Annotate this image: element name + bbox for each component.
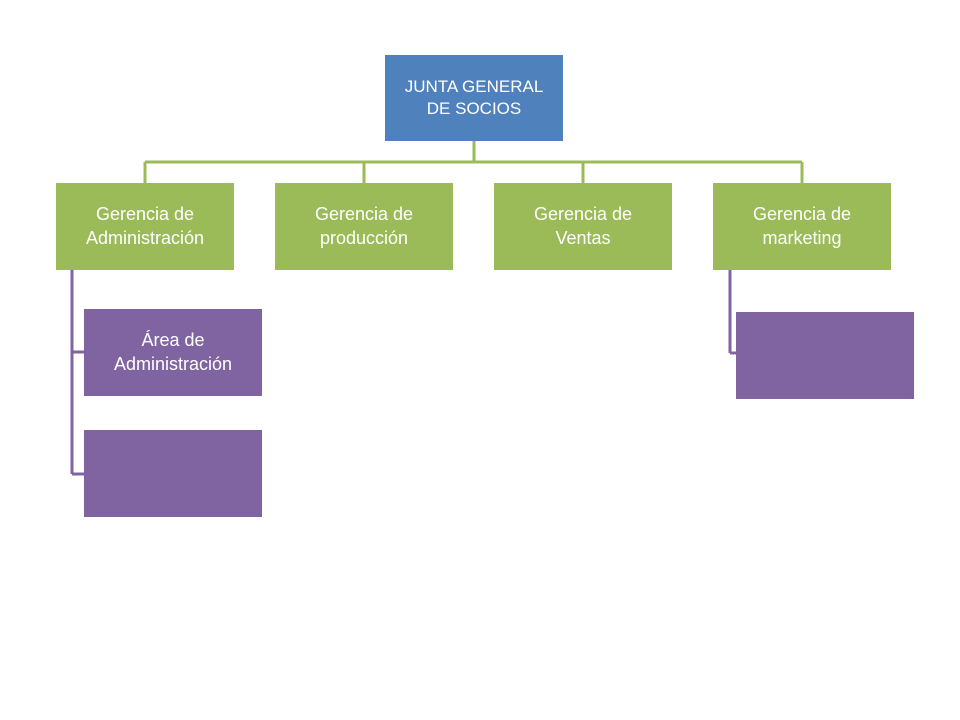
manager-node-ventas: Gerencia de Ventas (494, 183, 672, 270)
sub-node-admin-empty (84, 430, 262, 517)
manager-label-line-2: producción (319, 227, 409, 248)
purple-connectors (70, 270, 736, 476)
root-label-line-2: DE SOCIOS (426, 99, 522, 118)
org-root-node: JUNTA GENERAL DE SOCIOS (385, 55, 563, 141)
manager-label-line-1: Gerencia de (533, 204, 633, 225)
manager-label-line-1: Gerencia de (752, 204, 852, 225)
sub-label-line-2: Administración (113, 353, 233, 374)
manager-label-line-1: Gerencia de (314, 204, 414, 225)
green-connectors (143, 141, 804, 183)
manager-node-produccion: Gerencia de producción (275, 183, 453, 270)
manager-node-marketing: Gerencia de marketing (713, 183, 891, 270)
manager-label-line-2: marketing (762, 227, 842, 248)
sub-node-area-administracion: Área de Administración (84, 309, 262, 396)
sub-label-line-1: Área de (141, 330, 205, 351)
manager-label-line-2: Ventas (555, 227, 611, 248)
manager-node-administracion: Gerencia de Administración (56, 183, 234, 270)
manager-label-line-1: Gerencia de (95, 204, 195, 225)
root-label-line-1: JUNTA GENERAL (404, 76, 544, 96)
manager-label-line-2: Administración (85, 227, 205, 248)
sub-node-marketing-empty (736, 312, 914, 399)
